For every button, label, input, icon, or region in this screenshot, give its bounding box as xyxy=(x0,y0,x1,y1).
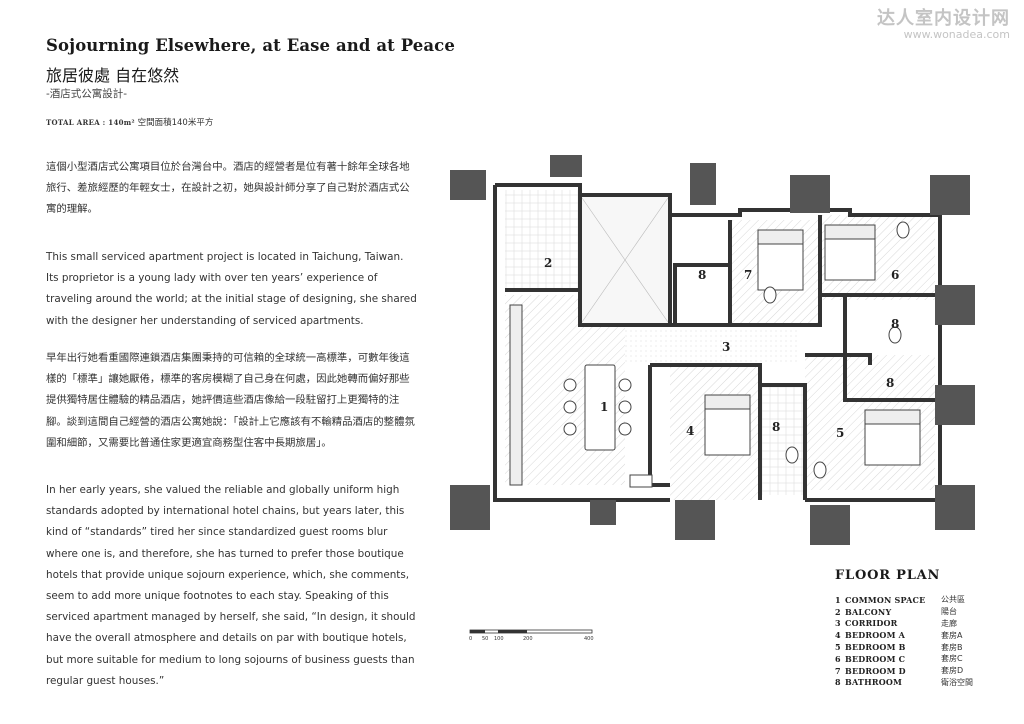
watermark: 达人室内设计网 www.wonadea.com xyxy=(877,4,1010,41)
paragraph-intro-english: This small serviced apartment project is… xyxy=(46,251,417,327)
legend-number: 5 xyxy=(835,642,841,653)
floor-plan-legend: 1 COMMON SPACE 公共區 2 BALCONY 陽台 3 CORRID… xyxy=(835,594,985,688)
legend-item: 4 BEDROOM A 套房A xyxy=(835,629,985,641)
legend-number: 4 xyxy=(835,630,841,641)
legend-item: 5 BEDROOM B 套房B xyxy=(835,641,985,653)
floor-plan-title: FLOOR PLAN xyxy=(835,568,941,583)
legend-item: 1 COMMON SPACE 公共區 xyxy=(835,594,985,606)
legend-item: 8 BATHROOM 衛浴空間 xyxy=(835,677,985,689)
room-number-8b: 8 xyxy=(891,317,899,331)
legend-label-chinese: 陽台 xyxy=(941,607,957,617)
room-number-8c: 8 xyxy=(886,376,894,390)
legend-label: BATHROOM xyxy=(845,677,903,688)
legend-label: CORRIDOR xyxy=(845,618,898,629)
watermark-text: 达人室内设计网 xyxy=(877,8,1010,29)
legend-label-chinese: 走廊 xyxy=(941,618,957,628)
legend-number: 7 xyxy=(835,665,841,676)
legend-label: BALCONY xyxy=(845,606,892,617)
paragraph-story-english: In her early years, she valued the relia… xyxy=(46,484,416,687)
scale-100: 100 xyxy=(494,636,504,642)
scale-0: 0 xyxy=(469,636,472,642)
legend-label-chinese: 套房D xyxy=(941,666,964,676)
legend-number: 2 xyxy=(835,606,841,617)
title-chinese: 旅居彼處 自在悠然 xyxy=(46,66,180,85)
room-number-7: 7 xyxy=(744,268,752,282)
floor-plan-drawing: 1 2 3 4 5 6 7 8 8 8 8 xyxy=(450,155,975,545)
room-number-8a: 8 xyxy=(698,268,706,282)
legend-label: BEDROOM C xyxy=(845,653,906,664)
room-number-2: 2 xyxy=(544,256,552,270)
scale-50: 50 xyxy=(482,636,488,642)
paragraph-story-chinese: 早年出行她看重國際連鎖酒店集團秉持的可信賴的全球統一高標準，可數年後這樣的「標準… xyxy=(46,352,415,449)
legend-item: 3 CORRIDOR 走廊 xyxy=(835,618,985,630)
title-english: Sojourning Elsewhere, at Ease and at Pea… xyxy=(46,36,455,55)
paragraph-intro-chinese: 這個小型酒店式公寓項目位於台灣台中。酒店的經營者是位有著十餘年全球各地旅行、差旅… xyxy=(46,161,410,216)
legend-number: 3 xyxy=(835,618,841,629)
legend-number: 6 xyxy=(835,653,841,664)
legend-number: 8 xyxy=(835,677,841,688)
legend-item: 2 BALCONY 陽台 xyxy=(835,606,985,618)
legend-label-chinese: 套房B xyxy=(941,642,963,652)
legend-label-chinese: 套房A xyxy=(941,630,963,640)
room-number-1: 1 xyxy=(600,400,608,414)
room-numbers: 1 2 3 4 5 6 7 8 8 8 8 xyxy=(544,256,899,440)
legend-label: BEDROOM B xyxy=(845,642,906,653)
legend-item: 7 BEDROOM D 套房D xyxy=(835,665,985,677)
watermark-url: www.wonadea.com xyxy=(903,28,1010,41)
furniture xyxy=(509,221,921,488)
legend-label-chinese: 公共區 xyxy=(941,595,965,605)
room-number-4: 4 xyxy=(686,424,694,438)
legend-label-chinese: 衛浴空間 xyxy=(941,677,973,687)
room-number-3: 3 xyxy=(722,340,730,354)
total-area-chinese: 空間面積140米平方 xyxy=(137,118,214,128)
room-number-8d: 8 xyxy=(772,420,780,434)
legend-item: 6 BEDROOM C 套房C xyxy=(835,653,985,665)
room-number-5: 5 xyxy=(836,426,844,440)
legend-label: COMMON SPACE xyxy=(845,594,926,605)
legend-number: 1 xyxy=(835,594,841,605)
scale-200: 200 xyxy=(523,636,533,642)
columns xyxy=(450,155,975,545)
scale-400: 400 xyxy=(584,636,594,642)
room-number-6: 6 xyxy=(891,268,899,282)
scale-bar: 0 50 100 200 400 xyxy=(469,629,594,642)
legend-label: BEDROOM A xyxy=(845,630,906,641)
total-area: TOTAL AREA : 140m² 空間面積140米平方 xyxy=(46,116,213,128)
subtitle: -酒店式公寓設計- xyxy=(46,88,128,100)
total-area-label: TOTAL AREA : 140m² xyxy=(46,118,135,127)
legend-label-chinese: 套房C xyxy=(941,654,963,664)
legend-label: BEDROOM D xyxy=(845,665,906,676)
